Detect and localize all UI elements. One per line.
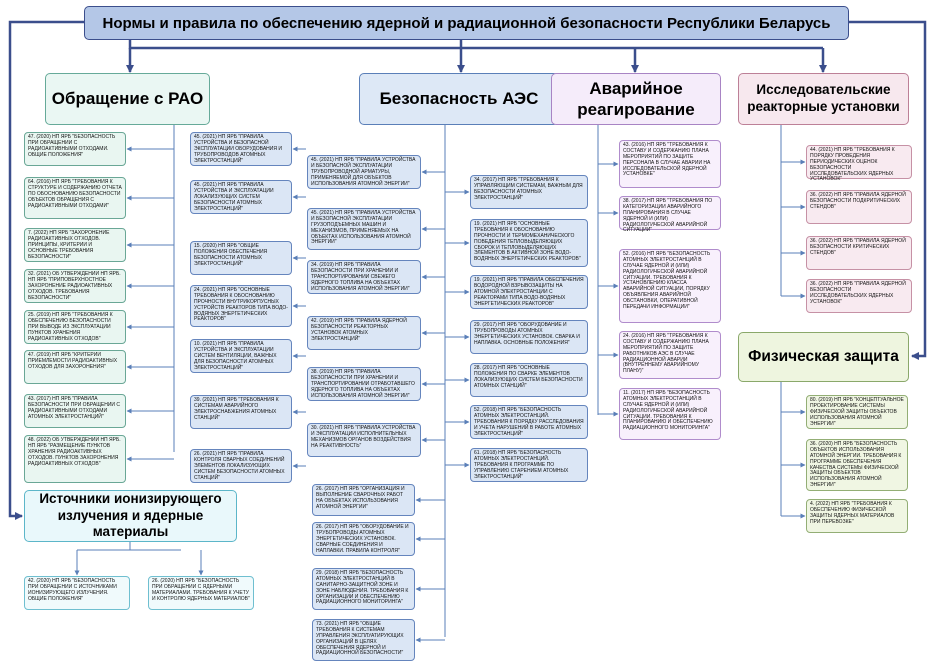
physical-items-doc: 36. (2020) НП ЯРБ "БЕЗОПАСНОСТЬ ОБЪЕКТОВ…: [806, 439, 908, 491]
rao-items-doc: 32. (2021) ОБ УТВЕРЖДЕНИИ НП ЯРБ. НП ЯРБ…: [24, 269, 126, 303]
category-physical: Физическая защита: [738, 332, 909, 382]
category-sources-label: Источники ионизирующего излучения и ядер…: [39, 490, 222, 540]
aes-col1-doc: 15. (2020) НП ЯРБ "ОБЩИЕ ПОЛОЖЕНИЯ ОБЕСП…: [190, 241, 292, 275]
emergency-items-doc: 43. (2016) НП ЯРБ "ТРЕБОВАНИЯ К СОСТАВУ …: [619, 140, 721, 188]
aes-col2-doc: 38. (2019) НП ЯРБ "ПРАВИЛА БЕЗОПАСНОСТИ …: [307, 367, 421, 401]
aes-col2-doc: 30. (2021) НП ЯРБ "ПРАВИЛА УСТРОЙСТВА И …: [307, 423, 421, 457]
rao-items-doc: 47. (2020) НП ЯРБ "БЕЗОПАСНОСТЬ ПРИ ОБРА…: [24, 132, 126, 166]
sources-items-doc: 42. (2020) НП ЯРБ "БЕЗОПАСНОСТЬ ПРИ ОБРА…: [24, 576, 130, 610]
aes-col1-doc: 10. (2021) НП ЯРБ "ПРАВИЛА УСТРОЙСТВА И …: [190, 339, 292, 373]
category-aes: Безопасность АЭС: [359, 73, 559, 125]
aes-col1-doc: 45. (2021) НП ЯРБ "ПРАВИЛА УСТРОЙСТВА И …: [190, 132, 292, 166]
sources-items-doc: 26. (2020) НП ЯРБ "БЕЗОПАСНОСТЬ ПРИ ОБРА…: [148, 576, 254, 610]
aes-col3-doc: 19. (2021) НП ЯРБ "ОСНОВНЫЕ ТРЕБОВАНИЯ К…: [470, 219, 588, 267]
branch-connectors: [74, 125, 806, 643]
rao-items-doc: 7. (2022) НП ЯРБ "ЗАХОРОНЕНИЕ РАДИОАКТИВ…: [24, 228, 126, 262]
category-research-label: Исследовательские реакторные установки: [747, 82, 900, 114]
aes-col2-lower-doc: 73. (2021) НП ЯРБ "ОБЩИЕ ТРЕБОВАНИЯ К СИ…: [312, 619, 415, 661]
rao-items-doc: 25. (2019) НП ЯРБ "ТРЕБОВАНИЯ К ОБЕСПЕЧЕ…: [24, 310, 126, 344]
aes-col1-doc: 26. (2021) НП ЯРБ "ПРАВИЛА КОНТРОЛЯ СВАР…: [190, 449, 292, 483]
category-aes-label: Безопасность АЭС: [379, 89, 539, 109]
aes-col2-doc: 34. (2019) НП ЯРБ "ПРАВИЛА БЕЗОПАСНОСТИ …: [307, 260, 421, 294]
aes-col1-doc: 45. (2021) НП ЯРБ "ПРАВИЛА УСТРОЙСТВА И …: [190, 180, 292, 214]
rao-items-doc: 43. (2017) НП ЯРБ "ПРАВИЛА БЕЗОПАСНОСТИ …: [24, 394, 126, 428]
aes-col3-doc: 61. (2018) НП ЯРБ "БЕЗОПАСНОСТЬ АТОМНЫХ …: [470, 448, 588, 482]
category-physical-label: Физическая защита: [748, 348, 899, 366]
research-items-doc: 44. (2021) НП ЯРБ "ТРЕБОВАНИЯ К ПОРЯДКУ …: [806, 145, 912, 182]
category-sources: Источники ионизирующего излучения и ядер…: [24, 490, 237, 542]
aes-col3-doc: 19. (2021) НП ЯРБ "ПРАВИЛА ОБЕСПЕЧЕНИЯ В…: [470, 275, 588, 309]
aes-col3-doc: 29. (2017) НП ЯРБ "ОБОРУДОВАНИЕ И ТРУБОП…: [470, 320, 588, 354]
research-items-doc: 36. (2022) НП ЯРБ "ПРАВИЛА ЯДЕРНОЙ БЕЗОП…: [806, 190, 912, 224]
rao-items-doc: 64. (2016) НП ЯРБ "ТРЕБОВАНИЯ К СТРУКТУР…: [24, 177, 126, 219]
aes-col2-doc: 42. (2019) НП ЯРБ "ПРАВИЛА ЯДЕРНОЙ БЕЗОП…: [307, 316, 421, 350]
aes-col2-doc: 45. (2021) НП ЯРБ "ПРАВИЛА УСТРОЙСТВА И …: [307, 208, 421, 250]
aes-col2-doc: 45. (2021) НП ЯРБ "ПРАВИЛА УСТРОЙСТВА И …: [307, 155, 421, 189]
research-items-doc: 36. (2022) НП ЯРБ "ПРАВИЛА ЯДЕРНОЙ БЕЗОП…: [806, 236, 912, 270]
aes-col3-doc: 28. (2017) НП ЯРБ "ОСНОВНЫЕ ПОЛОЖЕНИЯ ПО…: [470, 363, 588, 397]
aes-col3-doc: 34. (2017) НП ЯРБ "ТРЕБОВАНИЯ К УПРАВЛЯЮ…: [470, 175, 588, 209]
top-connectors: [8, 20, 927, 520]
physical-items-doc: 4. (2022) НП ЯРБ "ТРЕБОВАНИЯ К ОБЕСПЕЧЕН…: [806, 499, 908, 533]
aes-col2-lower-doc: 26. (2017) НП ЯРБ "ОРГАНИЗАЦИЯ И ВЫПОЛНЕ…: [312, 484, 415, 516]
page-title-text: Нормы и правила по обеспечению ядерной и…: [102, 14, 831, 32]
emergency-items-doc: 52. (2016) НП ЯРБ "БЕЗОПАСНОСТЬ АТОМНЫХ …: [619, 249, 721, 323]
aes-col2-lower-doc: 29. (2018) НП ЯРБ "БЕЗОПАСНОСТЬ АТОМНЫХ …: [312, 568, 415, 610]
category-emergency-label: Аварийное реагирование: [577, 78, 695, 119]
aes-col3-doc: 52. (2018) НП ЯРБ "БЕЗОПАСНОСТЬ АТОМНЫХ …: [470, 405, 588, 439]
aes-col1-doc: 24. (2021) НП ЯРБ "ОСНОВНЫЕ ТРЕБОВАНИЯ К…: [190, 285, 292, 327]
rao-items-doc: 47. (2019) НП ЯРБ "КРИТЕРИИ ПРИЕМЛЕМОСТИ…: [24, 350, 126, 384]
emergency-items-doc: 24. (2016) НП ЯРБ "ТРЕБОВАНИЯ К СОСТАВУ …: [619, 331, 721, 379]
emergency-items-doc: 38. (2017) НП ЯРБ "ТРЕБОВАНИЯ ПО КАТЕГОР…: [619, 196, 721, 233]
aes-col1-doc: 39. (2021) НП ЯРБ "ТРЕБОВАНИЯ К СИСТЕМАМ…: [190, 395, 292, 429]
physical-items-doc: 80. (2019) НП ЯРБ "КОНЦЕПТУАЛЬНОЕ ПРОЕКТ…: [806, 395, 908, 429]
category-emergency: Аварийное реагирование: [551, 73, 721, 125]
category-rao-label: Обращение с РАО: [51, 89, 204, 109]
category-research: Исследовательские реакторные установки: [738, 73, 909, 125]
page-title: Нормы и правила по обеспечению ядерной и…: [84, 6, 849, 40]
category-rao: Обращение с РАО: [45, 73, 210, 125]
research-items-doc: 36. (2022) НП ЯРБ "ПРАВИЛА ЯДЕРНОЙ БЕЗОП…: [806, 279, 912, 313]
emergency-items-doc: 11. (2017) НП ЯРБ "БЕЗОПАСНОСТЬ АТОМНЫХ …: [619, 388, 721, 440]
aes-col2-lower-doc: 26. (2017) НП ЯРБ "ОБОРУДОВАНИЕ И ТРУБОП…: [312, 522, 415, 556]
rao-items-doc: 48. (2022) ОБ УТВЕРЖДЕНИИ НП ЯРБ. НП ЯРБ…: [24, 435, 126, 483]
